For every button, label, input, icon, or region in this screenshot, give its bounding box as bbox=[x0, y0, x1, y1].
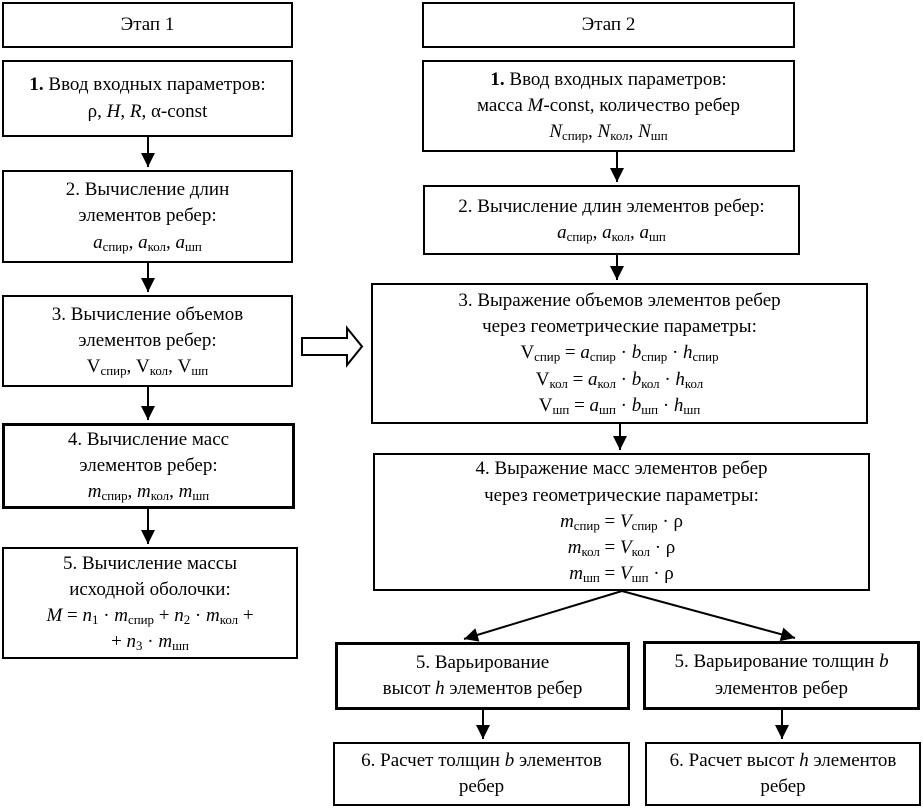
stage1-header-box: Этап 1 bbox=[2, 2, 293, 48]
box-text-line: 5. Варьирование толщин b bbox=[674, 651, 889, 673]
box-text-line: 1. Ввод входных параметров: bbox=[490, 68, 727, 90]
box-text-line: mшп = Vшп · ρ bbox=[569, 563, 674, 586]
box-text-line: aспир, aкол, aшп bbox=[93, 231, 202, 254]
box-text-line: 2. Вычисление длин bbox=[65, 179, 230, 201]
box-text-line: 5. Вычисление массы bbox=[63, 552, 237, 574]
box-text-line: aспир, aкол, aшп bbox=[557, 222, 666, 244]
box-text-line: элементов ребер: bbox=[78, 329, 217, 351]
stage2-header-box: Этап 2 bbox=[422, 2, 795, 48]
box-text-line: через геометрические параметры: bbox=[482, 316, 757, 338]
box-text-line: элементов ребер: bbox=[78, 205, 217, 227]
arrow-stage2-4to5-thickness bbox=[621, 590, 796, 642]
box-text-line: 3. Выражение объемов элементов ребер bbox=[458, 289, 781, 311]
stage2-step2-box: 2. Вычисление длин элементов ребер: aспир… bbox=[423, 185, 800, 255]
box-text-line: M = n1 · mспир + n2 · mкол + bbox=[46, 605, 254, 627]
stage2-step5-thickness-box: 5. Варьирование толщин b элементов ребер bbox=[643, 641, 920, 710]
box-text-line: 3. Вычисление объемов bbox=[51, 303, 244, 325]
stage1-header-label: Этап 1 bbox=[120, 13, 175, 35]
stage2-step3-box: 3. Выражение объемов элементов ребер чере… bbox=[371, 283, 868, 424]
stage1-step5-box: 5. Вычисление массы исходной оболочки: M =… bbox=[2, 547, 298, 659]
stage1-step4-box: 4. Вычисление масс элементов ребер: mспир,… bbox=[2, 423, 295, 509]
box-text-line: исходной оболочки: bbox=[69, 578, 231, 600]
box-text-line: ρ, H, R, α-const bbox=[87, 100, 208, 122]
box-text-line: Vспир, Vкол, Vшп bbox=[86, 356, 209, 378]
box-text-line: ребер bbox=[760, 776, 806, 797]
box-text-line: через геометрические параметры: bbox=[484, 484, 759, 506]
box-text-line: ребер bbox=[458, 776, 505, 797]
stage2-step4-box: 4. Выражение масс элементов ребер через г… bbox=[373, 453, 870, 591]
box-text-line: 4. Выражение масс элементов ребер bbox=[475, 458, 768, 480]
box-text-line: 6. Расчет высот h элементов bbox=[669, 749, 897, 771]
stage2-step5-heights-box: 5. Варьирование высот h элементов ребер bbox=[335, 642, 630, 710]
box-text-line: mспир = Vспир · ρ bbox=[560, 510, 683, 533]
stage1-step1-box: 1. Ввод входных параметров: ρ, H, R, α-co… bbox=[2, 60, 293, 137]
stage2-header-label: Этап 2 bbox=[581, 13, 636, 35]
box-text-line: 4. Вычисление масс bbox=[67, 428, 230, 450]
stage1-step2-box: 2. Вычисление длин элементов ребер: aспир,… bbox=[2, 170, 293, 263]
box-text-line: 1. Ввод входных параметров: bbox=[29, 74, 266, 96]
box-text-line: + n3 · mшп bbox=[111, 631, 189, 654]
box-text-line: Vспир = aспир · bспир · hспир bbox=[520, 342, 719, 365]
box-text-line: элементов ребер bbox=[715, 677, 848, 699]
box-text-line: высот h элементов ребер bbox=[382, 678, 583, 699]
box-text-line: mспир, mкол, mшп bbox=[87, 481, 210, 503]
stage1-step3-box: 3. Вычисление объемов элементов ребер: Vсп… bbox=[2, 295, 293, 387]
stage2-step6-heights-box: 6. Расчет высот h элементов ребер bbox=[645, 742, 921, 806]
box-text-line: Nспир, Nкол, Nшп bbox=[549, 121, 668, 143]
box-text-line: 2. Вычисление длин элементов ребер: bbox=[458, 195, 765, 217]
box-text-line: Vкол = aкол · bкол · hкол bbox=[535, 368, 704, 391]
box-text-line: Vшп = aшп · bшп · hшп bbox=[538, 394, 701, 417]
box-text-line: mкол = Vкол · ρ bbox=[567, 537, 676, 559]
box-text-line: масса M-const, количество ребер bbox=[476, 94, 741, 116]
box-text-line: 6. Расчет толщин b элементов bbox=[361, 749, 602, 771]
stage2-step6-thickness-box: 6. Расчет толщин b элементов ребер bbox=[333, 742, 630, 806]
box-text-line: 5. Варьирование bbox=[415, 651, 550, 673]
stage2-step1-box: 1. Ввод входных параметров: масса M-const… bbox=[422, 60, 795, 152]
box-text-line: элементов ребер: bbox=[79, 454, 218, 476]
arrow-stage2-4to5-heights bbox=[463, 590, 623, 642]
stage-transition-arrow bbox=[301, 325, 364, 368]
